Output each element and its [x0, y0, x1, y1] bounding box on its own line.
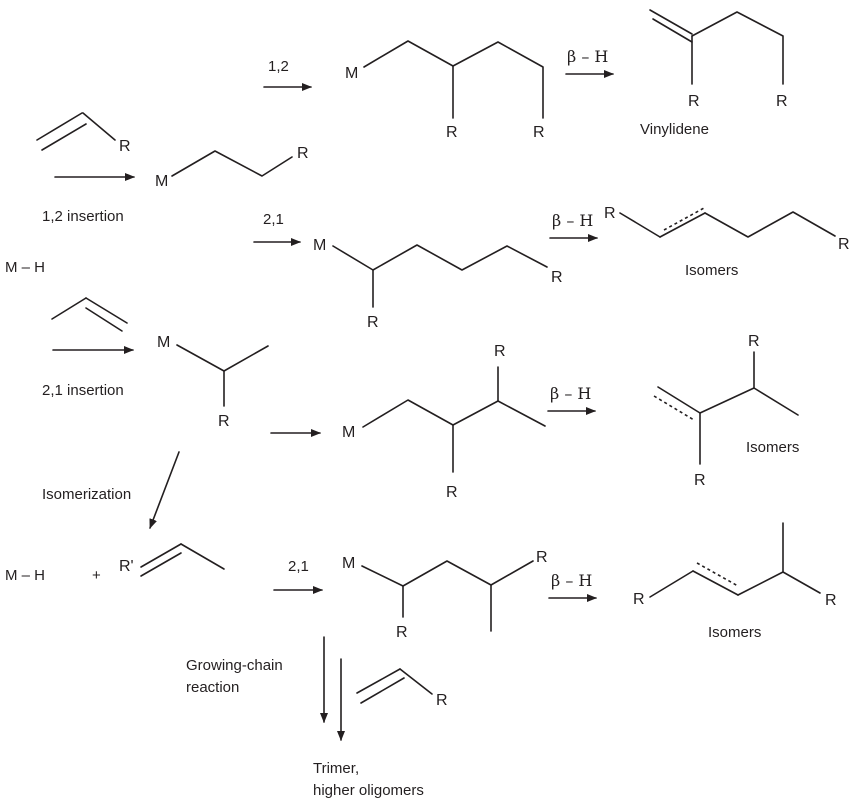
double-bond	[85, 307, 123, 332]
r-group: R	[533, 124, 545, 141]
double-bond	[657, 386, 701, 414]
r-group: R	[297, 145, 309, 162]
chain-backbone	[171, 150, 293, 177]
dashed-bond	[653, 395, 695, 421]
metal-atom: M	[155, 173, 168, 190]
beta-h-label: β – H	[551, 571, 592, 590]
double-bond	[41, 123, 87, 151]
arrow-label-21: 2,1	[263, 211, 284, 228]
internal-olefin-product: R R Isomers	[604, 205, 850, 279]
mh-label: M – H	[5, 567, 45, 584]
plus-sign: +	[92, 567, 101, 584]
r-group: R	[119, 138, 131, 155]
arrow-label-21: 2,1	[288, 558, 309, 575]
trimer-label: higher oligomers	[313, 782, 424, 799]
trimer-label: Trimer,	[313, 760, 359, 777]
beta-h-label: β – H	[552, 211, 593, 230]
monomer-mid	[51, 297, 128, 332]
isomers-label: Isomers	[685, 262, 738, 279]
chain-backbone	[691, 11, 784, 85]
metal-atom: M	[342, 555, 355, 572]
isomerized-olefin: R'	[119, 543, 225, 577]
metal-atom: M	[157, 334, 170, 351]
dashed-bond	[696, 562, 739, 587]
insertion-12-label: 1,2 insertion	[42, 208, 124, 225]
branched-internal-product: R R Isomers	[633, 522, 837, 641]
chain-backbone	[362, 399, 546, 428]
r-group: R	[825, 592, 837, 609]
r-group: R	[367, 314, 379, 331]
r-group: R	[446, 124, 458, 141]
single-bond	[82, 112, 116, 141]
r-group: R	[536, 549, 548, 566]
r-group: R	[604, 205, 616, 222]
double-bond	[140, 552, 182, 577]
single-bond	[649, 570, 694, 598]
isomerization-arrow	[149, 451, 180, 529]
chain-12-12: M R R	[345, 40, 545, 141]
chain-21-12: M R R	[342, 343, 546, 501]
double-bond	[140, 543, 182, 568]
beta-h-label: β – H	[550, 384, 591, 403]
r-group: R	[688, 93, 700, 110]
chain-backbone	[176, 344, 269, 372]
r-group: R	[748, 333, 760, 350]
single-bond	[399, 668, 433, 695]
beta-h-label: β – H	[567, 47, 608, 66]
dashed-bond	[663, 207, 705, 231]
monomer-top: R	[36, 112, 131, 155]
growing-chain-label: reaction	[186, 679, 239, 696]
single-bond	[619, 212, 661, 238]
metal-atom: M	[313, 237, 326, 254]
single-bond	[180, 543, 225, 570]
chain-backbone	[699, 387, 799, 416]
double-bond	[652, 18, 693, 43]
double-bond	[360, 677, 405, 704]
r-group: R	[396, 624, 408, 641]
m-ethyl-12: M R	[155, 145, 309, 190]
metal-atom: M	[342, 424, 355, 441]
vinylidene-label: Vinylidene	[640, 121, 709, 138]
growing-chain-label: Growing-chain	[186, 657, 283, 674]
vinylidene-product: R R Vinylidene	[640, 9, 788, 138]
r-group: R	[446, 484, 458, 501]
chain-backbone	[332, 244, 548, 271]
chain-backbone	[363, 40, 544, 119]
double-bond	[85, 297, 128, 324]
arrow-label-12-top: 1,2	[268, 58, 289, 75]
r-group: R	[776, 93, 788, 110]
r-group: R	[436, 692, 448, 709]
metal-atom: M	[345, 65, 358, 82]
double-bond	[659, 212, 706, 238]
double-bond	[36, 112, 83, 141]
isomers-label: Isomers	[708, 624, 761, 641]
chain-21-21: M R R	[342, 549, 548, 641]
chain-12-21: M R R	[313, 237, 563, 331]
isomerization-label: Isomerization	[42, 486, 131, 503]
single-bond	[51, 297, 87, 320]
r-group: R	[838, 236, 850, 253]
branched-olefin-product: R R Isomers	[653, 333, 799, 489]
r-group: R	[494, 343, 506, 360]
insertion-21-label: 2,1 insertion	[42, 382, 124, 399]
isomers-label: Isomers	[746, 439, 799, 456]
chain-backbone	[361, 560, 534, 587]
double-bond	[649, 9, 693, 35]
m-isopropyl-21: M R	[157, 334, 269, 430]
r-group: R	[694, 472, 706, 489]
double-bond	[356, 668, 401, 694]
double-bond	[692, 570, 739, 596]
r-prime-group: R'	[119, 558, 134, 575]
mh-label: M – H	[5, 259, 45, 276]
chain-backbone	[737, 571, 821, 596]
monomer-bottom: R	[356, 668, 448, 709]
r-group: R	[633, 591, 645, 608]
r-group: R	[218, 413, 230, 430]
r-group: R	[551, 269, 563, 286]
chain-backbone	[704, 211, 836, 238]
